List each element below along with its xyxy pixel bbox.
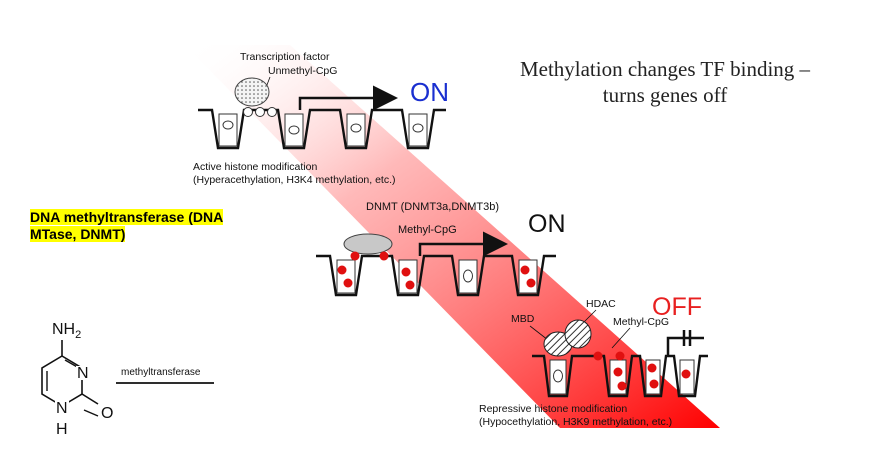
methylation-gradient-wedge <box>185 45 720 428</box>
active-histone-caption: Active histone modification <box>193 161 317 173</box>
slide-title: Methylation changes TF binding – turns g… <box>470 56 860 108</box>
n3-label: N <box>77 365 89 382</box>
methylated-cpg <box>615 351 625 361</box>
methyl-cpg-label: Methyl-CpG <box>398 224 457 236</box>
slide-title-line-2: turns genes off <box>602 83 728 107</box>
hdac-label: HDAC <box>586 298 616 310</box>
methylated-cpg <box>379 251 389 261</box>
state-on-label-2: ON <box>528 210 566 238</box>
state-on-label-1: ON <box>410 77 449 107</box>
active-histone-caption-detail: (Hyperacethylation, H3K4 methylation, et… <box>193 174 396 186</box>
methylated-cpg <box>647 363 657 373</box>
highlight-line-1: DNA methyltransferase (DNA <box>30 209 224 225</box>
transcription-factor-label: Transcription factor <box>240 51 330 63</box>
label-pointer-line <box>529 325 549 341</box>
methylated-cpg <box>405 280 415 290</box>
unmethylated-cpg <box>463 269 473 283</box>
repressive-histone-caption-detail: (Hypocethylation, H3K9 methylation, etc.… <box>479 416 672 428</box>
transcription-factor-icon <box>234 77 270 107</box>
unmethyl-cpg-label: Unmethyl-CpG <box>268 65 337 77</box>
n1-label-bg <box>55 400 69 414</box>
methylated-cpg <box>343 278 353 288</box>
state-off-label: OFF <box>652 293 702 321</box>
nh2-label: NH2 <box>52 321 81 341</box>
methylated-cpg <box>593 351 603 361</box>
methylated-cpg <box>526 278 536 288</box>
stage-1-active: Transcription factor Unmethyl-CpG ON Act… <box>193 51 449 186</box>
unmethylated-cpg <box>222 120 234 130</box>
pyrimidine-ring <box>41 355 83 407</box>
dna-strand-1 <box>198 108 446 150</box>
histone-box <box>336 259 356 294</box>
hdac-protein-icon <box>564 319 592 349</box>
methyl-cpg-label-3: Methyl-CpG <box>613 316 669 328</box>
histone-box <box>218 113 238 147</box>
stage-3-silenced: MBD HDAC Methyl-CpG OFF Repressive histo… <box>479 293 708 428</box>
mbd-label: MBD <box>511 313 535 325</box>
label-pointer-line <box>583 309 597 323</box>
h-label: H <box>56 421 68 438</box>
stage-2-methylated-on: DNMT (DNMT3a,DNMT3b) Methyl-CpG ON <box>316 201 566 297</box>
highlight-line-2: MTase, DNMT) <box>30 226 126 242</box>
dnmt-enzyme-icon <box>343 233 393 255</box>
unmethylated-cpg <box>255 107 265 117</box>
blocked-transcription-arrow <box>666 336 704 356</box>
methylated-cpg <box>520 265 530 275</box>
n3-label-bg <box>76 366 90 380</box>
unmethylated-cpg <box>288 125 300 135</box>
dna-strand-2 <box>316 254 556 297</box>
transcription-arrow <box>298 85 398 111</box>
methylated-cpg <box>401 267 411 277</box>
methylated-cpg <box>613 367 623 377</box>
label-pointer-line <box>611 327 631 349</box>
histone-box <box>518 259 538 294</box>
dna-strand-3 <box>532 354 708 398</box>
n1-label: N <box>56 400 68 417</box>
methylated-cpg <box>350 251 360 261</box>
cytosine-structure: NH2 N N H O <box>41 321 113 438</box>
unmethylated-cpg <box>350 123 362 133</box>
unmethylated-cpg <box>553 369 563 383</box>
dna-methyltransferase-label: DNA methyltransferase (DNA MTase, DNMT) <box>30 209 260 243</box>
methylated-cpg <box>681 369 691 379</box>
dnmt-label: DNMT (DNMT3a,DNMT3b) <box>366 201 499 213</box>
reaction-label: methyltransferase <box>121 367 201 378</box>
unmethylated-cpg <box>243 107 253 117</box>
methylated-cpg <box>337 265 347 275</box>
slide-title-line-1: Methylation changes TF binding – <box>519 57 811 81</box>
repressive-histone-caption: Repressive histone modification <box>479 403 627 415</box>
transcription-arrow <box>418 231 508 257</box>
double-bond <box>83 409 99 417</box>
unmethylated-cpg <box>267 107 277 117</box>
o-label: O <box>101 405 113 422</box>
methylated-cpg <box>649 379 659 389</box>
unmethylated-cpg <box>412 123 424 133</box>
bond <box>81 393 99 405</box>
methylated-cpg <box>617 381 627 391</box>
